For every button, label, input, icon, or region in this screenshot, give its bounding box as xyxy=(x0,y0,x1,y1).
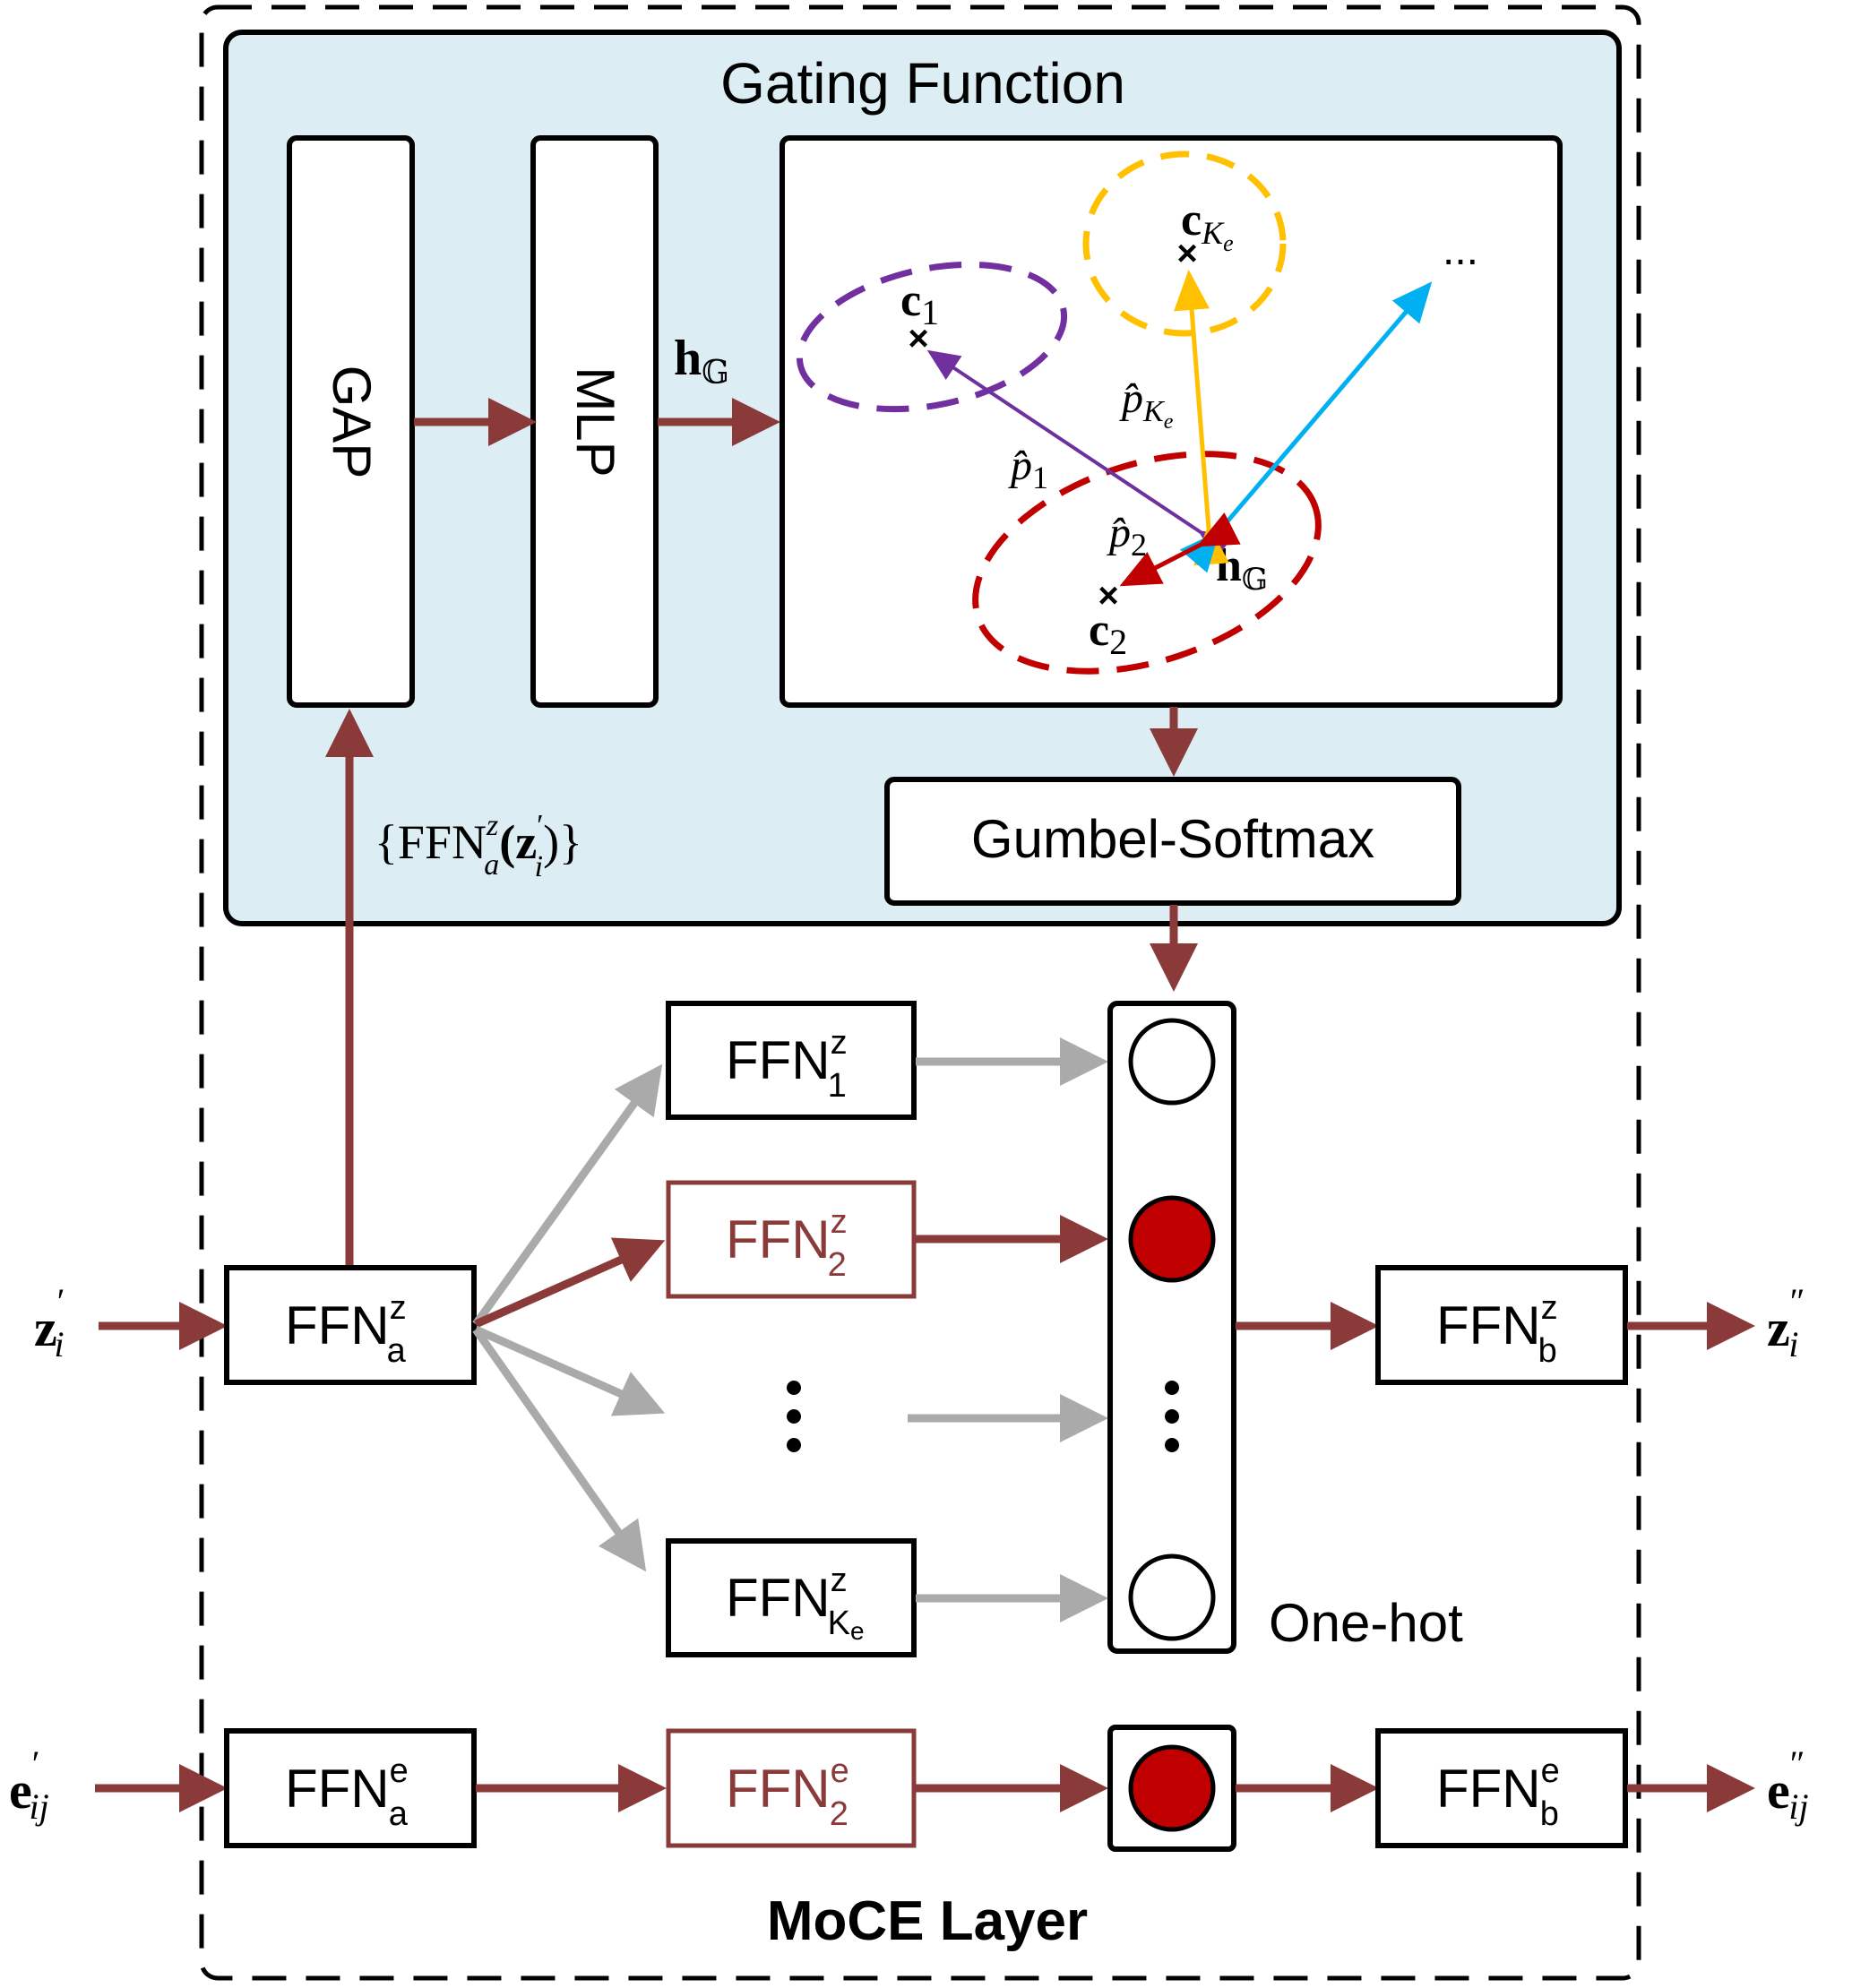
moce-layer-label: MoCE Layer xyxy=(767,1890,1088,1952)
branch-arrow-dots xyxy=(474,1325,666,1416)
one-hot-box xyxy=(1107,1001,1236,1654)
h-g-label: h𝔾 xyxy=(674,331,729,391)
ffn-a-e-box xyxy=(224,1728,477,1848)
expert-dot-3 xyxy=(787,1438,801,1452)
pk-label: p̂Ke xyxy=(1119,374,1174,434)
gap-box xyxy=(287,135,415,708)
gumbel-softmax-box xyxy=(884,777,1461,906)
cluster-ellipsis: ... xyxy=(1443,227,1478,274)
one-hot-slot-2 xyxy=(1128,1195,1216,1283)
p1-label: p̂1 xyxy=(1008,442,1048,495)
z-output-label: z″i xyxy=(1767,1281,1805,1364)
ck-marker-icon: × xyxy=(1176,234,1197,273)
branch-arrow-2 xyxy=(474,1237,666,1329)
one-hot-dot-1 xyxy=(1165,1381,1179,1395)
e-output-label: e″ij xyxy=(1767,1743,1809,1827)
ffn-2-z-box xyxy=(666,1180,917,1299)
h-g-point xyxy=(1205,536,1214,545)
c2-marker-icon: × xyxy=(1098,576,1118,615)
expert-dot-1 xyxy=(787,1381,801,1395)
c1-label: c1 xyxy=(900,275,939,332)
one-hot-slot-k xyxy=(1128,1553,1216,1641)
ffn-a-z-box xyxy=(224,1265,477,1385)
ffn-2-e-box xyxy=(666,1728,917,1848)
gating-title: Gating Function xyxy=(720,51,1125,116)
expert-dot-2 xyxy=(787,1409,801,1424)
one-hot-dot-3 xyxy=(1165,1438,1179,1452)
gap-label: GAP xyxy=(322,366,382,479)
one-hot-slot-1 xyxy=(1128,1018,1216,1106)
branch-arrow-k xyxy=(472,1327,647,1572)
ffn-b-z-box xyxy=(1375,1265,1628,1385)
edge-one-hot-slot xyxy=(1128,1744,1216,1832)
cyan-arrow xyxy=(1179,281,1433,573)
mlp-label: MLP xyxy=(565,366,625,477)
moce-layer-frame xyxy=(199,4,1641,1981)
ffn-1-z-box xyxy=(666,1001,917,1120)
one-hot-dot-2 xyxy=(1165,1409,1179,1424)
branch-arrow-1 xyxy=(472,1063,663,1327)
p2-label: p̂2 xyxy=(1107,509,1147,563)
c1-marker-icon: × xyxy=(908,319,928,358)
p1-arrow xyxy=(926,349,1233,561)
ffn-k-z-box xyxy=(666,1538,917,1657)
c2-label: c2 xyxy=(1089,605,1127,662)
z-input-label: z′i xyxy=(34,1281,65,1364)
e-input-label: e′ij xyxy=(9,1743,49,1827)
ffn-b-e-box xyxy=(1375,1728,1628,1848)
p2-arrow xyxy=(1119,512,1241,587)
ck-label: cKe xyxy=(1181,194,1234,256)
one-hot-label: One-hot xyxy=(1269,1593,1463,1653)
gumbel-softmax-label: Gumbel-Softmax xyxy=(971,809,1374,869)
